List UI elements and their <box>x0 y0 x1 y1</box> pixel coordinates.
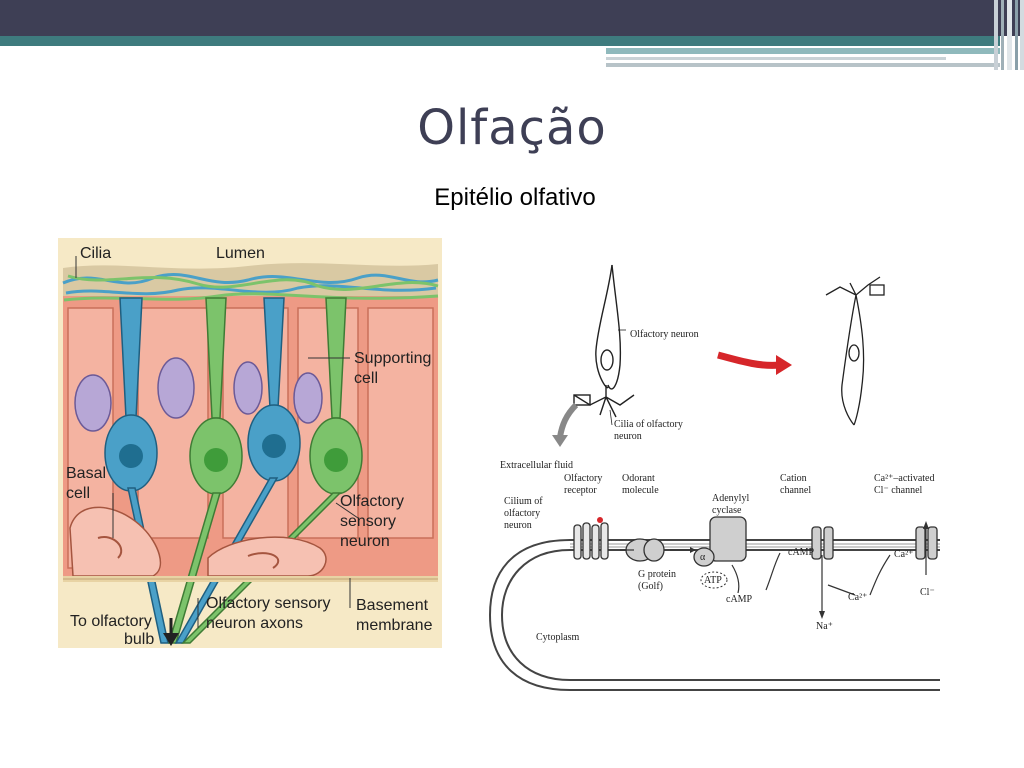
label-cilia-of-neuron: Cilia of olfactory <box>614 419 683 430</box>
header-divider-line <box>606 57 946 60</box>
label-olfactory-receptor: Olfactory <box>564 473 602 484</box>
header-accent-band <box>0 36 1000 46</box>
label-olfactory-sensory-neuron: sensory <box>340 513 396 530</box>
label-camp: cAMP <box>788 547 815 558</box>
label-cilia: Cilia <box>80 245 111 262</box>
label-neuron-axons: Olfactory sensory <box>206 595 330 612</box>
label-cilia-of-neuron: neuron <box>614 431 642 442</box>
label-cation-channel: channel <box>780 485 811 496</box>
slide-title: Olfação <box>417 100 607 156</box>
label-to-olfactory-bulb: bulb <box>124 631 154 648</box>
label-olfactory-sensory-neuron: neuron <box>340 533 390 550</box>
label-calcium: Ca²⁺ <box>894 549 913 560</box>
label-supporting-cell: Supporting <box>354 350 431 367</box>
label-atp: ATP <box>704 575 722 586</box>
label-cilium: neuron <box>504 520 532 531</box>
label-ca-activated-channel: Cl⁻ channel <box>874 485 923 496</box>
label-neuron-axons: neuron axons <box>206 615 303 632</box>
label-lumen: Lumen <box>216 245 265 262</box>
label-basement-membrane: Basement <box>356 597 429 614</box>
label-basal-cell: cell <box>66 485 90 502</box>
label-basal-cell: Basal <box>66 465 106 482</box>
label-basement-membrane: membrane <box>356 617 433 634</box>
label-alpha-subunit: α <box>700 552 706 563</box>
label-supporting-cell: cell <box>354 370 378 387</box>
olfactory-transduction-diagram: Olfactory neuron Cilia of olfactory neur… <box>488 264 940 691</box>
label-adenylyl-cyclase: Adenylyl <box>712 493 749 504</box>
label-olfactory-receptor: receptor <box>564 485 597 496</box>
label-olfactory-sensory-neuron: Olfactory <box>340 493 404 510</box>
header-corner-decoration <box>994 0 1024 70</box>
label-calcium: Ca²⁺ <box>848 592 867 603</box>
label-odorant-molecule: molecule <box>622 485 659 496</box>
label-ca-activated-channel: Ca²⁺–activated <box>874 473 934 484</box>
label-chloride: Cl⁻ <box>920 587 935 598</box>
label-extracellular-fluid: Extracellular fluid <box>500 460 573 471</box>
header-divider-line <box>606 63 1000 67</box>
label-cytoplasm: Cytoplasm <box>536 632 580 643</box>
label-to-olfactory-bulb: To olfactory <box>70 613 152 630</box>
olfactory-epithelium-diagram: Cilia Lumen Supporting cell Basal cell O… <box>58 238 442 648</box>
header-bar <box>0 0 1024 36</box>
label-olfactory-neuron: Olfactory neuron <box>630 329 699 340</box>
label-g-protein: G protein <box>638 569 676 580</box>
label-g-protein: (Golf) <box>638 581 663 592</box>
header-accent-line <box>606 48 1000 54</box>
label-camp: cAMP <box>726 594 753 605</box>
label-sodium: Na⁺ <box>816 621 833 632</box>
label-cilium: olfactory <box>504 508 540 519</box>
slide-subtitle: Epitélio olfativo <box>434 184 596 211</box>
label-odorant-molecule: Odorant <box>622 473 655 484</box>
label-cilium: Cilium of <box>504 496 543 507</box>
label-adenylyl-cyclase: cyclase <box>712 505 742 516</box>
label-cation-channel: Cation <box>780 473 807 484</box>
